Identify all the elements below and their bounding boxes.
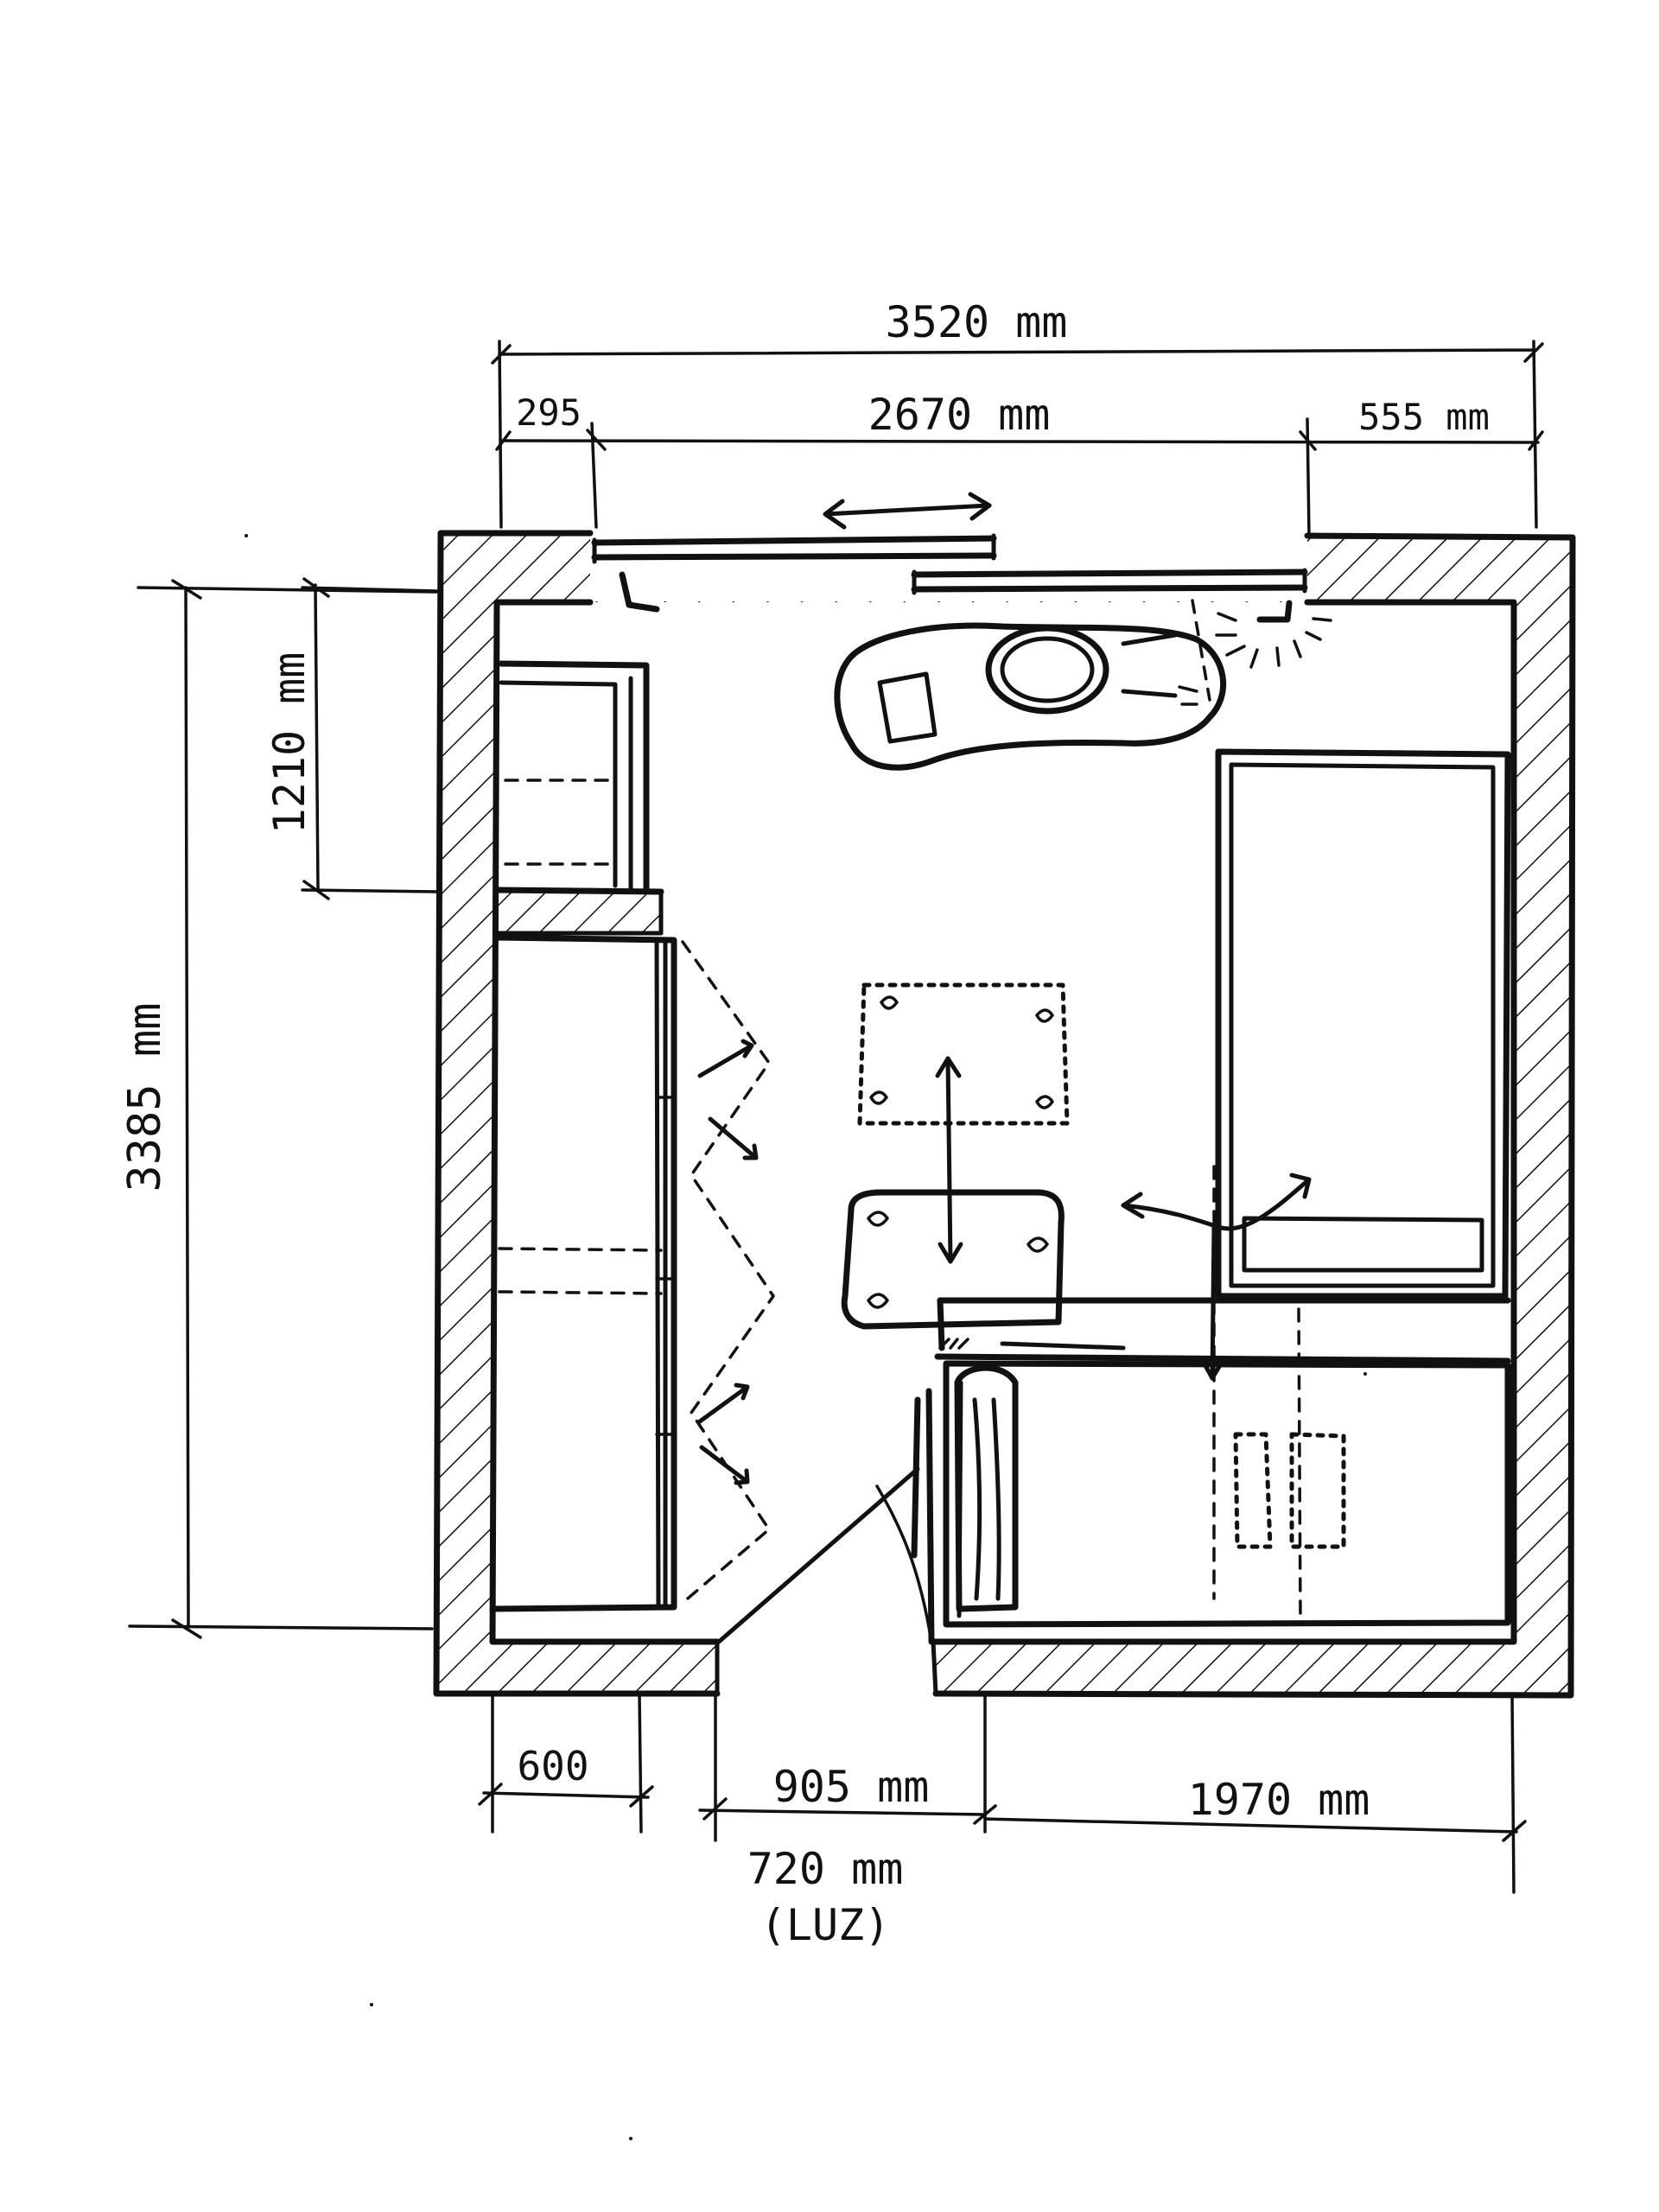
chair-icon <box>985 625 1109 715</box>
dim-left-offset: 295 <box>516 391 582 434</box>
wardrobe <box>489 934 775 1612</box>
partition-hatch <box>497 892 661 933</box>
dim-right-offset: 555 mm <box>1358 396 1490 438</box>
inner-wall-outline <box>489 599 1517 1645</box>
bottom-unit <box>934 1297 1511 1628</box>
dim-bottom <box>478 1692 1527 1894</box>
sliding-window <box>591 492 1308 613</box>
dim-door-width: 720 mm <box>747 1844 904 1894</box>
dim-total-width: 3520 mm <box>886 297 1068 347</box>
walls <box>433 530 1576 1699</box>
desk <box>834 622 1226 771</box>
dim-window-width: 2670 mm <box>868 390 1051 440</box>
dim-wardrobe-depth: 600 <box>517 1743 588 1789</box>
dim-right-bottom: 1970 mm <box>1188 1775 1370 1825</box>
dim-door-note: (LUZ) <box>760 1900 891 1950</box>
door-opening <box>717 1642 933 1695</box>
dim-total-height: 3385 mm <box>119 1002 171 1192</box>
wall-hatch <box>436 533 1573 1694</box>
rug <box>857 982 1070 1126</box>
dim-top <box>491 340 1544 537</box>
pouf <box>841 1189 1065 1330</box>
door <box>716 1388 935 1645</box>
loft-bed <box>1212 748 1511 1600</box>
dim-left <box>128 577 438 1639</box>
dim-door-gap: 905 mm <box>773 1762 930 1812</box>
dim-upper-height: 1210 mm <box>264 652 315 835</box>
double-arrow <box>823 492 992 530</box>
outer-wall-outline <box>433 530 1576 1699</box>
double-arrow <box>935 1056 963 1264</box>
bookshelf <box>493 660 664 895</box>
lamp-icon <box>1191 599 1332 702</box>
